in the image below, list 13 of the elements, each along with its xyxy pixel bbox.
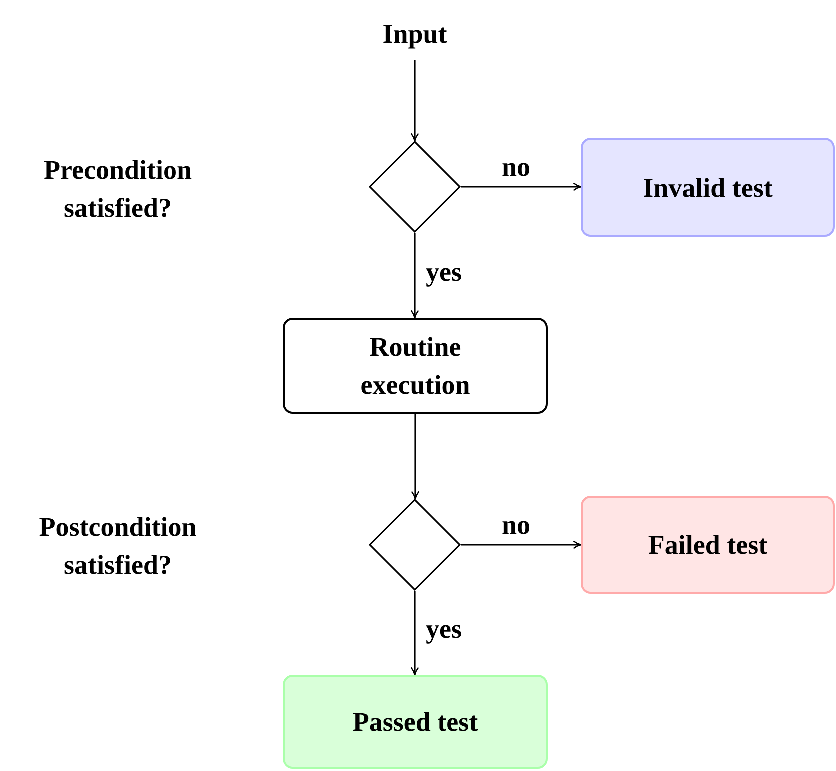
box-label: Passed test	[352, 706, 478, 739]
process-box	[283, 318, 548, 414]
decision-diamond	[369, 141, 461, 233]
input-label: Input	[355, 8, 475, 60]
decision-diamond	[369, 499, 461, 591]
process-box	[581, 138, 835, 237]
question-label: Precondition satisfied?	[43, 154, 193, 225]
process-box	[581, 496, 835, 594]
box-label: Routine execution	[360, 331, 472, 402]
box-label: Invalid test	[643, 172, 773, 204]
question-label: Postcondition satisfied?	[38, 511, 198, 582]
box-label: Failed test	[648, 529, 768, 562]
process-box	[283, 675, 548, 769]
